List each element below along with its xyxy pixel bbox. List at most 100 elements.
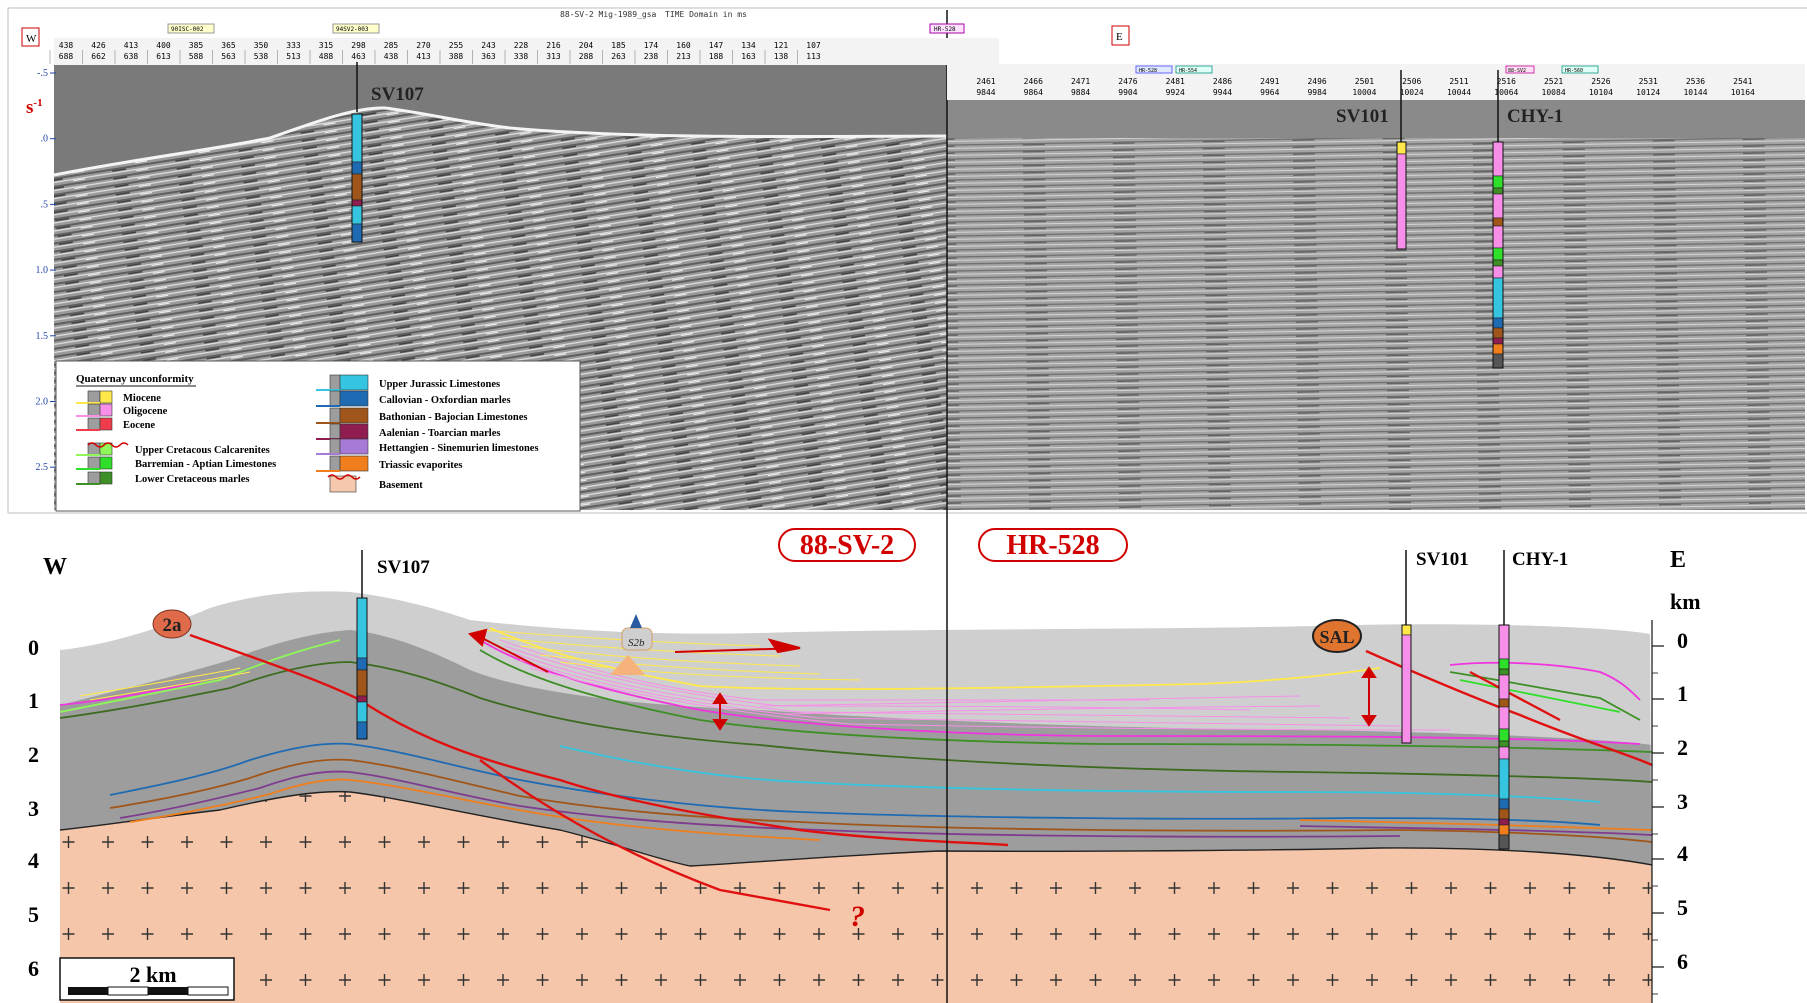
line-title-left: 88-SV-2: [778, 528, 916, 562]
legend-grey: [329, 390, 341, 407]
west-marker: W: [26, 33, 37, 45]
legend-grey: [329, 438, 341, 455]
well-segment: [1498, 746, 1510, 760]
sec-well-label-chy1: CHY-1: [1512, 549, 1568, 570]
well-segment: [351, 223, 363, 243]
well-segment: [1492, 353, 1504, 369]
legend-label: Aalenian - Toarcian marles: [379, 428, 500, 439]
well-segment: [1492, 225, 1504, 249]
depth-label-right: 1: [1677, 681, 1688, 706]
legend-grey: [87, 403, 101, 417]
left-cdp-label: 438: [384, 52, 399, 61]
sec-well-chy1: [1498, 624, 1510, 850]
section-wells: [356, 550, 1510, 850]
time-tick-label: 2.0: [36, 397, 49, 408]
legend-swatch: [339, 423, 369, 440]
left-cdp-label: 313: [546, 52, 561, 61]
legend-label: Upper Jurassic Limestones: [379, 379, 500, 390]
tag-hr560: HR-560: [1565, 68, 1583, 74]
legend-item: Oligocene: [76, 403, 168, 417]
right-cdp-label: 10064: [1494, 88, 1518, 97]
line-label-88sv2: 88-SV-2: [800, 530, 894, 561]
seismic-wells: [351, 62, 1504, 369]
left-cdp-label: 147: [709, 41, 724, 50]
right-cdp-label: 2541: [1733, 77, 1752, 86]
depth-label-left: 3: [28, 796, 39, 821]
left-cdp-label: 563: [221, 52, 236, 61]
well-segment: [1492, 317, 1504, 329]
left-cdp-label: 228: [514, 41, 529, 50]
legend-label: Barremian - Aptian Limestones: [135, 459, 276, 470]
legend-label: Oligocene: [123, 406, 168, 417]
left-cdp-label: 243: [481, 41, 496, 50]
well-segment: [1401, 624, 1412, 636]
tag-hr528: HR-528: [1139, 68, 1157, 74]
legend-swatch: [99, 471, 113, 485]
seis-well-label-chy1: CHY-1: [1507, 106, 1563, 127]
right-cdp-label: 2481: [1166, 77, 1185, 86]
right-cdp-label: 10084: [1542, 88, 1566, 97]
depth-label-left: 0: [28, 635, 39, 660]
left-cdp-label: 298: [351, 41, 366, 50]
right-cdp-label: 9984: [1307, 88, 1326, 97]
left-cdp-label: 662: [91, 52, 106, 61]
right-cdp-label: 10144: [1683, 88, 1707, 97]
left-cdp-label: 204: [579, 41, 594, 50]
left-cdp-label: 538: [254, 52, 269, 61]
legend-label: Miocene: [123, 393, 161, 404]
legend-grey: [87, 471, 101, 485]
domain-note: TIME Domain in ms: [665, 10, 747, 19]
left-cdp-label: 333: [286, 41, 301, 50]
well-segment: [351, 161, 363, 175]
legend-swatch: [99, 390, 113, 404]
well-segment: [1492, 337, 1504, 345]
depth-label-right: 2: [1677, 735, 1688, 760]
depth-label-left: 4: [28, 848, 39, 873]
left-cdp-label: 185: [611, 41, 626, 50]
legend-swatch: [339, 407, 369, 424]
right-cdp-label: 2501: [1355, 77, 1374, 86]
legend-swatch: [339, 374, 369, 391]
right-cdp-label: 9884: [1071, 88, 1090, 97]
well-segment: [356, 669, 368, 697]
right-cdp-label: 2531: [1639, 77, 1658, 86]
left-cdp-label: 138: [774, 52, 789, 61]
well-segment: [1498, 668, 1510, 676]
right-cdp-label: 9864: [1024, 88, 1043, 97]
well-segment: [1396, 141, 1407, 155]
legend-item: Upper Jurassic Limestones: [316, 374, 500, 391]
well-segment: [1401, 634, 1412, 744]
well-segment: [356, 597, 368, 659]
time-tick-label: .5: [41, 199, 49, 210]
right-cdp-label: 2491: [1260, 77, 1279, 86]
left-cdp-label: 413: [416, 52, 431, 61]
legend-label: Eocene: [123, 420, 155, 431]
right-cdp-label: 2471: [1071, 77, 1090, 86]
right-cdp-label: 9944: [1213, 88, 1232, 97]
left-cdp-label: 488: [319, 52, 334, 61]
well-segment: [1498, 674, 1510, 700]
well-segment: [1498, 798, 1510, 810]
legend-grey: [87, 456, 101, 470]
tag-hr554: HR-554: [1179, 68, 1197, 74]
seis-well-chy1: [1492, 141, 1504, 369]
time-tick-label: .0: [41, 134, 49, 145]
well-segment: [356, 701, 368, 723]
legend-swatch: [339, 438, 369, 455]
legend-swatch: [99, 456, 113, 470]
left-cdp-label: 213: [676, 52, 691, 61]
left-cdp-label: 350: [254, 41, 269, 50]
label-sal: SAL: [1312, 619, 1362, 653]
label-2a: 2a: [152, 609, 192, 639]
seismic-panel: [7, 7, 1807, 1003]
left-cdp-label: 255: [449, 41, 464, 50]
legend-swatch: [99, 403, 113, 417]
legend-swatch: [99, 417, 113, 431]
well-segment: [1498, 758, 1510, 800]
legend: Quaternay unconformity MioceneOligoceneE…: [55, 360, 581, 512]
legend-label: Callovian - Oxfordian marles: [379, 395, 511, 406]
right-cdp-label: 10164: [1731, 88, 1755, 97]
fault-query: ?: [850, 900, 865, 933]
